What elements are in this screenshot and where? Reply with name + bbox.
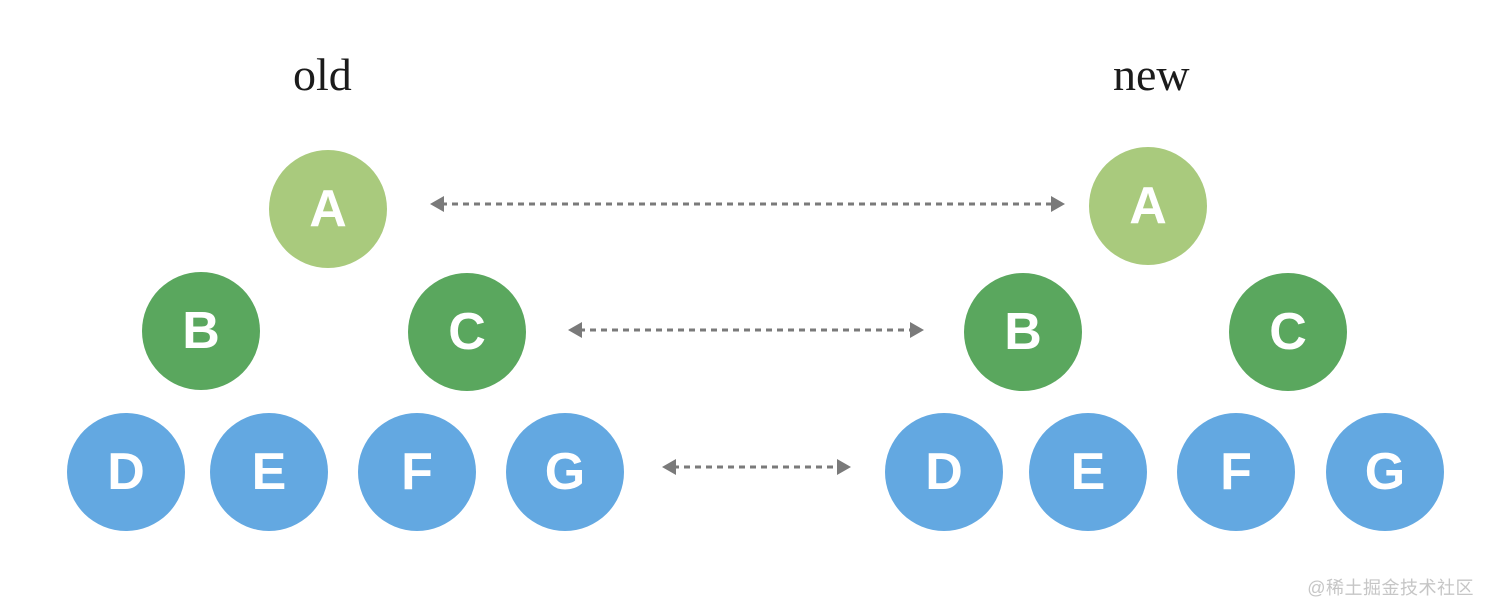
old-node-f: F (358, 413, 476, 531)
old-tree-label: old (293, 49, 352, 100)
compare-arrow-a-a (430, 196, 1065, 212)
new-node-f: F (1177, 413, 1295, 531)
new-node-e: E (1029, 413, 1147, 531)
old-node-d: D (67, 413, 185, 531)
dashed-line (579, 328, 913, 332)
site-watermark: @稀土掘金技术社区 (1307, 578, 1474, 598)
old-node-e: E (210, 413, 328, 531)
new-node-a: A (1089, 147, 1207, 265)
dashed-line (441, 202, 1054, 206)
new-node-d: D (885, 413, 1003, 531)
old-node-a: A (269, 150, 387, 268)
compare-arrow-c-b (568, 322, 924, 338)
new-node-c: C (1229, 273, 1347, 391)
dashed-line (673, 465, 840, 469)
old-node-b: B (142, 272, 260, 390)
compare-arrow-g-d (662, 459, 851, 475)
new-node-b: B (964, 273, 1082, 391)
old-node-c: C (408, 273, 526, 391)
new-node-g: G (1326, 413, 1444, 531)
new-tree-label: new (1113, 49, 1190, 100)
old-node-g: G (506, 413, 624, 531)
